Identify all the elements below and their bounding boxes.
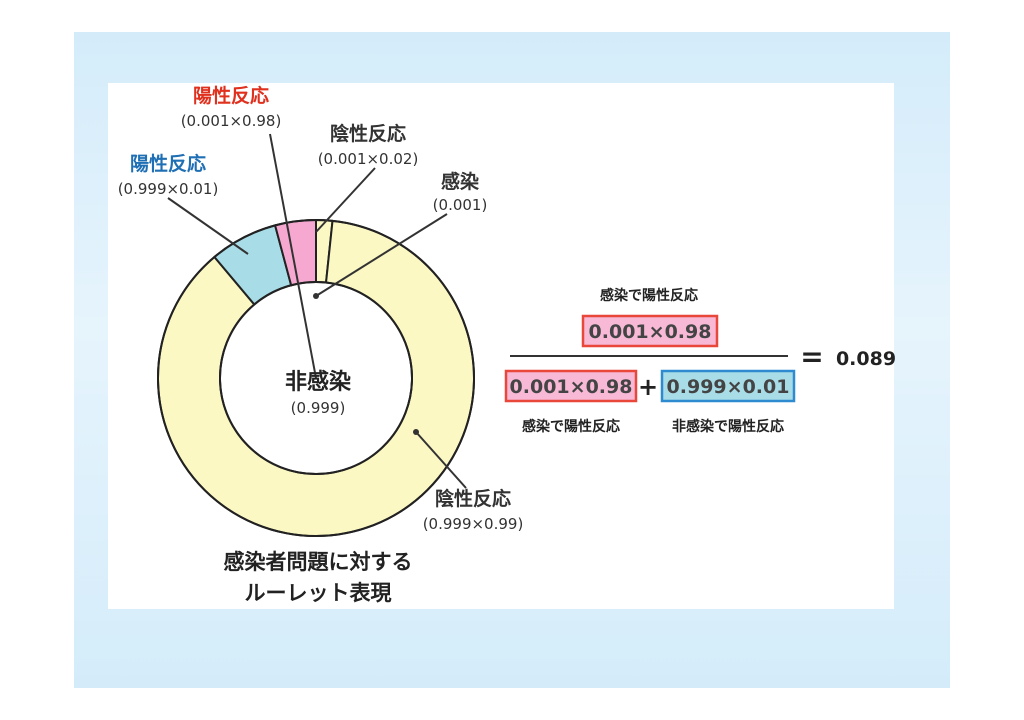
- result-value: 0.089: [836, 348, 896, 370]
- denominator-left-value: 0.001×0.98: [510, 376, 633, 398]
- center-value: (0.999): [291, 399, 346, 417]
- leader-line-infected: [315, 213, 448, 297]
- value-neg-reaction-noninfected: (0.999×0.99): [423, 515, 524, 533]
- numerator-box: [581, 314, 719, 348]
- value-pos-reaction-infected: (0.001×0.98): [181, 112, 282, 130]
- leader-line-pos-noninfected: [167, 197, 249, 255]
- label-pos-reaction-noninfected: 陽性反応: [130, 152, 206, 175]
- plus-sign: +: [638, 373, 658, 401]
- numerator-value: 0.001×0.98: [589, 321, 712, 343]
- leader-line-neg-infected: [315, 167, 376, 233]
- center-label: 非感染: [285, 369, 351, 395]
- donut-outer-ring: [157, 219, 475, 537]
- value-neg-reaction-infected: (0.001×0.02): [318, 150, 419, 168]
- slide-card: [108, 83, 894, 609]
- equals-sign: =: [800, 340, 823, 373]
- donut-inner-ring: [219, 281, 413, 475]
- leader-dots: [313, 293, 419, 435]
- numerator-caption: 感染で陽性反応: [600, 287, 698, 304]
- denominator-right-box: [660, 369, 796, 403]
- denominator-left-box: [504, 369, 638, 403]
- diagram-title-line2: ルーレット表現: [245, 581, 392, 605]
- leader-lines: [167, 133, 467, 489]
- denominator-right-caption: 非感染で陽性反応: [672, 418, 784, 435]
- diagram-title-line1: 感染者問題に対する: [224, 550, 413, 574]
- value-infected: (0.001): [433, 196, 488, 214]
- leader-line-pos-infected: [269, 133, 317, 379]
- label-neg-reaction-infected: 陰性反応: [330, 122, 406, 145]
- denominator-right-value: 0.999×0.01: [667, 376, 790, 398]
- label-infected: 感染: [441, 170, 479, 193]
- label-pos-reaction-infected: 陽性反応: [193, 84, 269, 107]
- leader-line-neg-noninfected: [415, 431, 467, 489]
- label-neg-reaction-noninfected: 陰性反応: [435, 487, 511, 510]
- value-pos-reaction-noninfected: (0.999×0.01): [118, 180, 219, 198]
- denominator-left-caption: 感染で陽性反応: [522, 418, 620, 435]
